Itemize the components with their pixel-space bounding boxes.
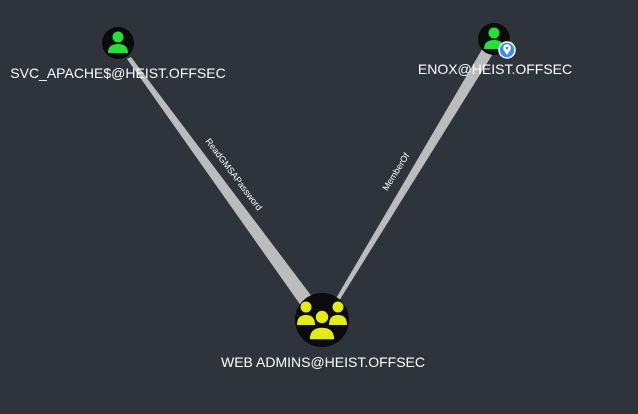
node-enox-label: ENOX@HEIST.OFFSEC — [418, 61, 572, 77]
group-icon — [297, 301, 347, 341]
edge-readgmsapassword[interactable]: ReadGMSAPassword — [127, 57, 316, 310]
node-svc-apache[interactable]: SVC_APACHE$@HEIST.OFFSEC — [10, 27, 226, 81]
edge-memberof-line[interactable] — [335, 46, 494, 301]
node-web-admins-label: WEB ADMINS@HEIST.OFFSEC — [221, 354, 425, 370]
map-pin-badge-icon — [498, 41, 516, 59]
user-icon — [108, 31, 128, 53]
node-enox[interactable]: ENOX@HEIST.OFFSEC — [418, 23, 572, 77]
node-svc-apache-label: SVC_APACHE$@HEIST.OFFSEC — [10, 65, 225, 81]
edge-memberof[interactable]: MemberOf — [335, 46, 494, 301]
node-web-admins[interactable]: WEB ADMINS@HEIST.OFFSEC — [221, 293, 425, 370]
edge-readgmsapassword-line[interactable] — [127, 57, 316, 310]
